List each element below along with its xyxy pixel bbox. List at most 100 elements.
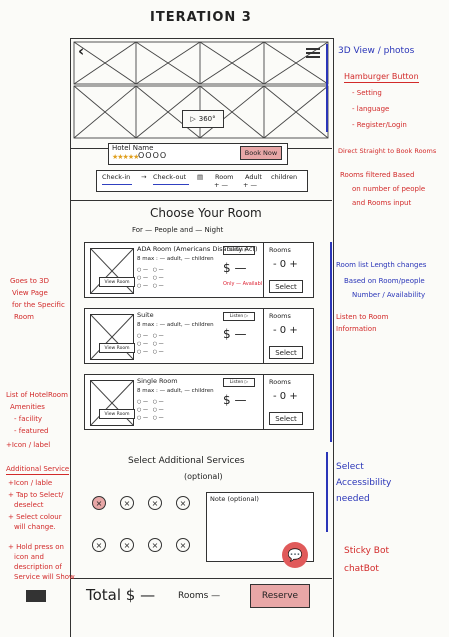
view-room-button[interactable]: View Room: [99, 343, 135, 353]
page-title: ITERATION 3: [150, 10, 252, 25]
annotation: - language: [352, 105, 390, 113]
children-label: children: [271, 173, 298, 181]
room-label: Room: [215, 173, 234, 181]
annotation: + Tap to Select/: [8, 491, 64, 499]
arrow-right-icon: →: [141, 173, 147, 181]
annotation: description of: [14, 563, 62, 571]
chat-bot-icon[interactable]: 💬: [282, 542, 308, 568]
annotation: 3D View / photos: [338, 46, 415, 56]
annotation: Room: [14, 313, 34, 321]
amenity-icons: ○ — ○ —: [137, 407, 164, 413]
annotation: Service will Show: [14, 573, 75, 581]
amenity-icons: ○ — ○ —: [137, 341, 164, 347]
listen-button[interactable]: Listen ▷: [223, 312, 255, 321]
room-capacity: 8 max : — adult, — children: [137, 322, 214, 328]
service-icon[interactable]: ×: [120, 496, 134, 510]
room-quantity-stepper[interactable]: - 0 +: [273, 259, 298, 270]
annotation: - Setting: [352, 89, 382, 97]
services-heading: Select Additional Services: [128, 456, 245, 466]
rooms-count: Rooms —: [178, 591, 221, 601]
annotation: deselect: [14, 501, 44, 509]
adult-label: Adult: [245, 173, 262, 181]
rooms-label: Rooms: [269, 312, 291, 320]
annotation: for the Specific: [12, 301, 65, 309]
view-room-button[interactable]: View Room: [99, 277, 135, 287]
annotation: icon and: [14, 553, 44, 561]
service-icon[interactable]: ×: [92, 538, 106, 552]
annotation: Accessibility: [336, 478, 392, 488]
footer-divider: [70, 578, 332, 580]
chevron-left-icon[interactable]: ‹: [78, 42, 85, 60]
amenity-icons: ○ — ○ —: [137, 349, 164, 355]
view-room-button[interactable]: View Room: [99, 409, 135, 419]
rooms-label: Rooms: [269, 246, 291, 254]
room-stepper[interactable]: + —: [214, 181, 229, 189]
filter-bar: Check-in → Check-out ▤ Room + — Adult + …: [96, 170, 308, 192]
annotation: Room list Length changes: [336, 261, 427, 269]
hotel-name: Hotel Name: [112, 144, 154, 152]
annotation: Rooms filtered Based: [340, 171, 415, 179]
room-image[interactable]: View Room: [90, 380, 135, 426]
annotation: +Icon / label: [6, 441, 51, 449]
book-now-button[interactable]: Book Now: [240, 146, 282, 160]
annotation: - facility: [14, 415, 43, 423]
annotation: Amenities: [10, 403, 45, 411]
annotation: Goes to 3D: [10, 277, 49, 285]
phone-frame: [70, 38, 334, 637]
annotation: and Rooms input: [352, 199, 412, 207]
annotation: - Register/Login: [352, 121, 407, 129]
annotation: - featured: [14, 427, 49, 435]
availability-note: Only — Availabl: [223, 281, 263, 287]
annotation: + Hold press on: [8, 543, 64, 551]
total-price: Total $ —: [86, 586, 156, 604]
view-360-button[interactable]: ▷ 360°: [182, 110, 224, 128]
amenity-icons: ○ — ○ —: [137, 415, 164, 421]
room-price: $ —: [223, 327, 247, 341]
select-button[interactable]: Select: [269, 280, 303, 293]
annotation: Additional Service: [6, 465, 70, 475]
select-button[interactable]: Select: [269, 412, 303, 425]
tooltip-icon: [26, 590, 46, 602]
annotation: View Page: [12, 289, 48, 297]
select-button[interactable]: Select: [269, 346, 303, 359]
room-name: Single Room: [137, 377, 178, 385]
service-icon[interactable]: ×: [148, 538, 162, 552]
annotation: needed: [336, 494, 370, 504]
amenity-icons: ○ — ○ —: [137, 267, 164, 273]
annotation: Sticky Bot: [344, 546, 389, 556]
room-capacity: 8 max : — adult, — children: [137, 256, 214, 262]
listen-button[interactable]: Listen ▷: [223, 378, 255, 387]
choose-room-heading: Choose Your Room: [150, 206, 262, 220]
annotation: +Icon / lable: [8, 479, 53, 487]
reserve-button[interactable]: Reserve: [250, 584, 310, 608]
annotation: Based on Room/people: [344, 277, 425, 285]
room-image[interactable]: View Room: [90, 314, 135, 360]
check-in-field[interactable]: Check-in: [102, 173, 131, 181]
star-rating: ★★★★★: [112, 153, 139, 161]
room-capacity: 8 max : — adult, — children: [137, 388, 214, 394]
amenity-icons: ○ — ○ —: [137, 283, 164, 289]
service-icon[interactable]: ×: [148, 496, 162, 510]
check-out-field[interactable]: Check-out: [153, 173, 187, 181]
room-quantity-stepper[interactable]: - 0 +: [273, 391, 298, 402]
service-icon[interactable]: ×: [176, 538, 190, 552]
play-icon: ▷: [190, 115, 196, 123]
service-icon[interactable]: ×: [176, 496, 190, 510]
amenity-icons: ○ — ○ —: [137, 275, 164, 281]
rooms-label: Rooms: [269, 378, 291, 386]
service-icon[interactable]: ×: [120, 538, 134, 552]
room-name: Suite: [137, 311, 154, 319]
note-placeholder: Note (optional): [210, 495, 259, 503]
hero-3d-view[interactable]: [70, 38, 332, 149]
room-price: $ —: [223, 393, 247, 407]
room-card: View Room ADA Room (Americans Disability…: [84, 242, 314, 298]
room-image[interactable]: View Room: [90, 248, 135, 294]
listen-button[interactable]: Listen ▷: [223, 246, 255, 255]
view-360-label: 360°: [198, 115, 216, 123]
service-icon[interactable]: ×: [92, 496, 106, 510]
annotation: Information: [336, 325, 377, 333]
adult-stepper[interactable]: + —: [243, 181, 258, 189]
hamburger-icon[interactable]: [306, 46, 320, 60]
room-quantity-stepper[interactable]: - 0 +: [273, 325, 298, 336]
people-night-summary: For — People and — Night: [132, 226, 224, 234]
